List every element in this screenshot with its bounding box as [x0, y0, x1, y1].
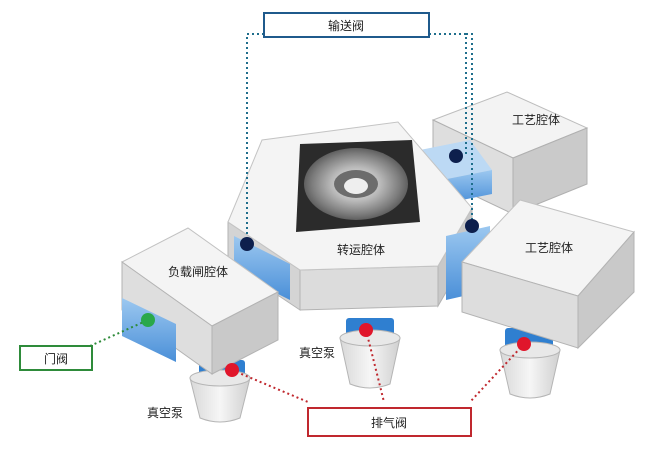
- door-valve-label: 门阀: [44, 351, 68, 366]
- loadlock-chamber: [121, 227, 279, 375]
- loadlock-chamber-label: 负载闸腔体: [168, 264, 228, 279]
- transfer-chamber-label: 转运腔体: [337, 242, 385, 257]
- exhaust-valve-dot-center: [359, 323, 373, 337]
- vacuum-pump-left-label: 真空泵: [147, 406, 183, 420]
- door-valve-block: [122, 298, 176, 362]
- connector-loadlock: [234, 236, 290, 300]
- vacuum-pump-center-label: 真空泵: [299, 346, 335, 360]
- vacuum-pump-center-shape: [339, 318, 401, 389]
- transfer-valve-callout: 输送阀: [263, 12, 430, 38]
- process-chamber-top-label: 工艺腔体: [512, 112, 560, 127]
- process-chamber-right-label: 工艺腔体: [525, 240, 573, 255]
- exhaust-valve-label: 排气阀: [371, 415, 407, 430]
- vacuum-pump-right-shape: [499, 328, 561, 399]
- process-chamber-right: [461, 199, 635, 350]
- door-valve-leader: [89, 319, 149, 347]
- transfer-valve-dot-left: [240, 237, 254, 251]
- transfer-valve-label: 输送阀: [328, 18, 364, 33]
- transfer-valve-dot-top: [449, 149, 463, 163]
- transfer-valve-leaders: [246, 33, 473, 244]
- exhaust-valve-leaders: [231, 329, 525, 403]
- transfer-valve-dot-right: [465, 219, 479, 233]
- exhaust-valve-callout: 排气阀: [307, 407, 472, 437]
- transfer-chamber: [227, 121, 473, 311]
- door-valve-dot: [141, 313, 155, 327]
- door-valve-callout: 门阀: [19, 345, 93, 371]
- exhaust-valve-dot-right: [517, 337, 531, 351]
- exhaust-valve-dot-left: [225, 363, 239, 377]
